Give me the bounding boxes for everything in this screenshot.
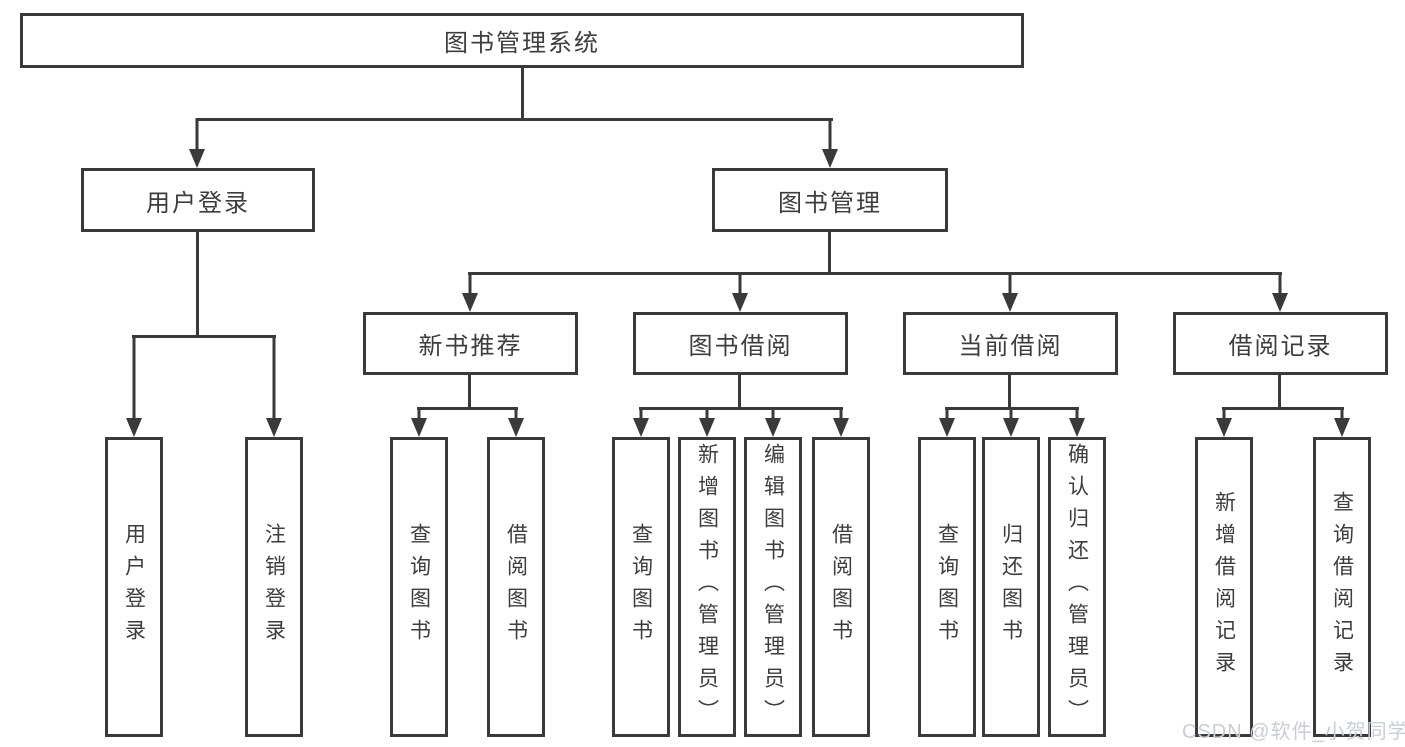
connector-user-login-stem xyxy=(196,232,199,335)
arrow-to-new-book-rec xyxy=(462,272,478,312)
arrow-to-book-borrow xyxy=(732,272,748,312)
connector-book-mgmt-bar xyxy=(468,272,1282,275)
leaf-bb-add-books: 新增图书（管理员） xyxy=(678,437,736,737)
arrow-to-borrow-records xyxy=(1272,272,1288,312)
leaf-cb-return-books: 归还图书 xyxy=(982,437,1040,737)
connector-borrow-records-bar xyxy=(1222,407,1344,410)
node-book-mgmt: 图书管理 xyxy=(712,168,948,232)
arrow-to-rec-query-books xyxy=(411,407,427,437)
connector-new-book-rec-bar xyxy=(417,407,518,410)
arrow-to-br-query-record xyxy=(1334,407,1350,437)
arrow-to-br-add-record xyxy=(1216,407,1232,437)
node-book-borrow: 图书借阅 xyxy=(633,312,848,375)
connector-book-mgmt-stem xyxy=(828,232,831,272)
node-root: 图书管理系统 xyxy=(20,13,1024,68)
arrow-to-leaf-logout xyxy=(266,335,282,437)
leaf-rec-borrow-books: 借阅图书 xyxy=(487,437,545,737)
arrow-to-bb-add-books xyxy=(699,407,715,437)
arrow-to-leaf-user-login xyxy=(126,335,142,437)
leaf-bb-query-books: 查询图书 xyxy=(612,437,670,737)
arrow-to-bb-query-books xyxy=(633,407,649,437)
node-new-book-rec: 新书推荐 xyxy=(363,312,578,375)
connector-book-borrow-bar xyxy=(639,407,843,410)
arrow-to-bb-borrow-books xyxy=(833,407,849,437)
arrow-to-cb-query-books xyxy=(939,407,955,437)
leaf-user-login: 用户登录 xyxy=(105,437,163,737)
arrow-to-rec-borrow-books xyxy=(508,407,524,437)
csdn-watermark: CSDN @软件_小贺同学 xyxy=(1182,721,1405,743)
connector-root-stem xyxy=(521,68,524,118)
connector-borrow-records-stem xyxy=(1278,375,1281,407)
connector-book-borrow-stem xyxy=(738,375,741,407)
node-borrow-records: 借阅记录 xyxy=(1173,312,1388,375)
node-user-login: 用户登录 xyxy=(81,168,315,232)
connector-root-bar xyxy=(196,118,833,121)
connector-user-login-bar xyxy=(132,335,276,338)
arrow-to-current-borrow xyxy=(1002,272,1018,312)
leaf-br-query-record: 查询借阅记录 xyxy=(1313,437,1371,737)
arrow-to-cb-confirm-return xyxy=(1069,407,1085,437)
leaf-bb-edit-books: 编辑图书（管理员） xyxy=(744,437,802,737)
arrow-to-book-mgmt xyxy=(822,118,838,168)
arrow-to-bb-edit-books xyxy=(765,407,781,437)
leaf-logout: 注销登录 xyxy=(245,437,303,737)
leaf-cb-confirm-return: 确认归还（管理员） xyxy=(1048,437,1106,737)
leaf-rec-query-books: 查询图书 xyxy=(390,437,448,737)
leaf-bb-borrow-books: 借阅图书 xyxy=(812,437,870,737)
node-current-borrow: 当前借阅 xyxy=(903,312,1118,375)
connector-new-book-rec-stem xyxy=(468,375,471,407)
leaf-cb-query-books: 查询图书 xyxy=(918,437,976,737)
arrow-to-user-login xyxy=(189,118,205,168)
connector-current-borrow-stem xyxy=(1008,375,1011,407)
arrow-to-cb-return-books xyxy=(1003,407,1019,437)
leaf-br-add-record: 新增借阅记录 xyxy=(1195,437,1253,737)
